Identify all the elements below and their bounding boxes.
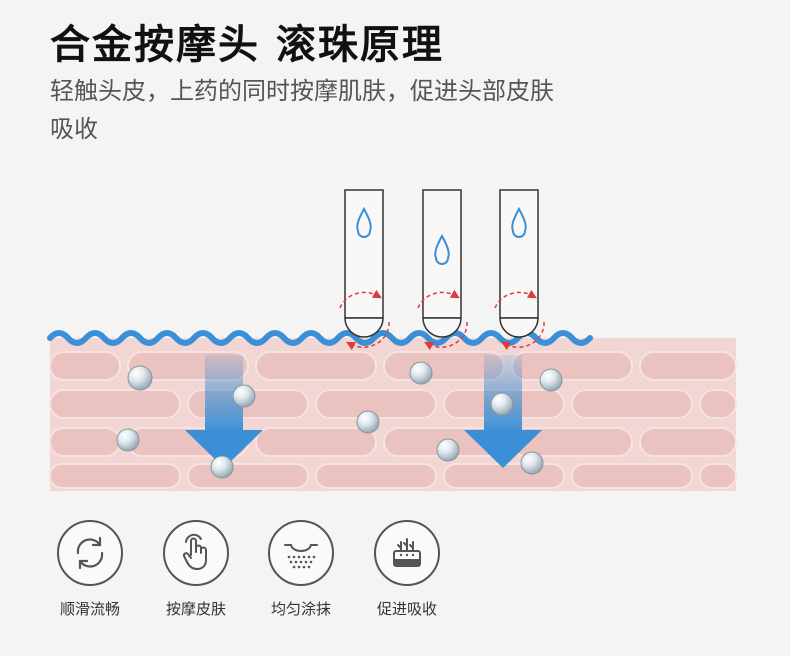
hair-skin-absorb-icon (374, 520, 440, 586)
roller-head-2 (417, 189, 468, 351)
even-spread-icon (268, 520, 334, 586)
feature-label: 促进吸收 (376, 600, 437, 618)
page-title: 合金按摩头 滚珠原理 (50, 22, 444, 68)
liquid-wave (47, 330, 593, 346)
feature-smooth: 顺滑流畅 (35, 520, 145, 619)
rollerball-diagram (47, 189, 737, 491)
skin-layer (49, 338, 737, 491)
roller-head-3 (494, 189, 545, 351)
absorb-arrow-right (464, 355, 542, 468)
feature-label: 顺滑流畅 (59, 600, 120, 618)
feature-absorb: 促进吸收 (352, 520, 462, 619)
page-subtitle: 轻触头皮，上药的同时按摩肌肤，促进头部皮肤吸收 (50, 77, 554, 143)
rotate-arrows-icon (57, 520, 123, 586)
feature-list: 顺滑流畅 按摩皮肤 (0, 520, 790, 640)
feature-label: 均匀涂抹 (270, 600, 331, 618)
hand-touch-icon (163, 520, 229, 586)
roller-head-1 (339, 189, 390, 351)
feature-massage: 按摩皮肤 (141, 520, 251, 619)
feature-even: 均匀涂抹 (246, 520, 356, 619)
droplet-bubbles (116, 361, 563, 479)
feature-label: 按摩皮肤 (165, 600, 226, 618)
